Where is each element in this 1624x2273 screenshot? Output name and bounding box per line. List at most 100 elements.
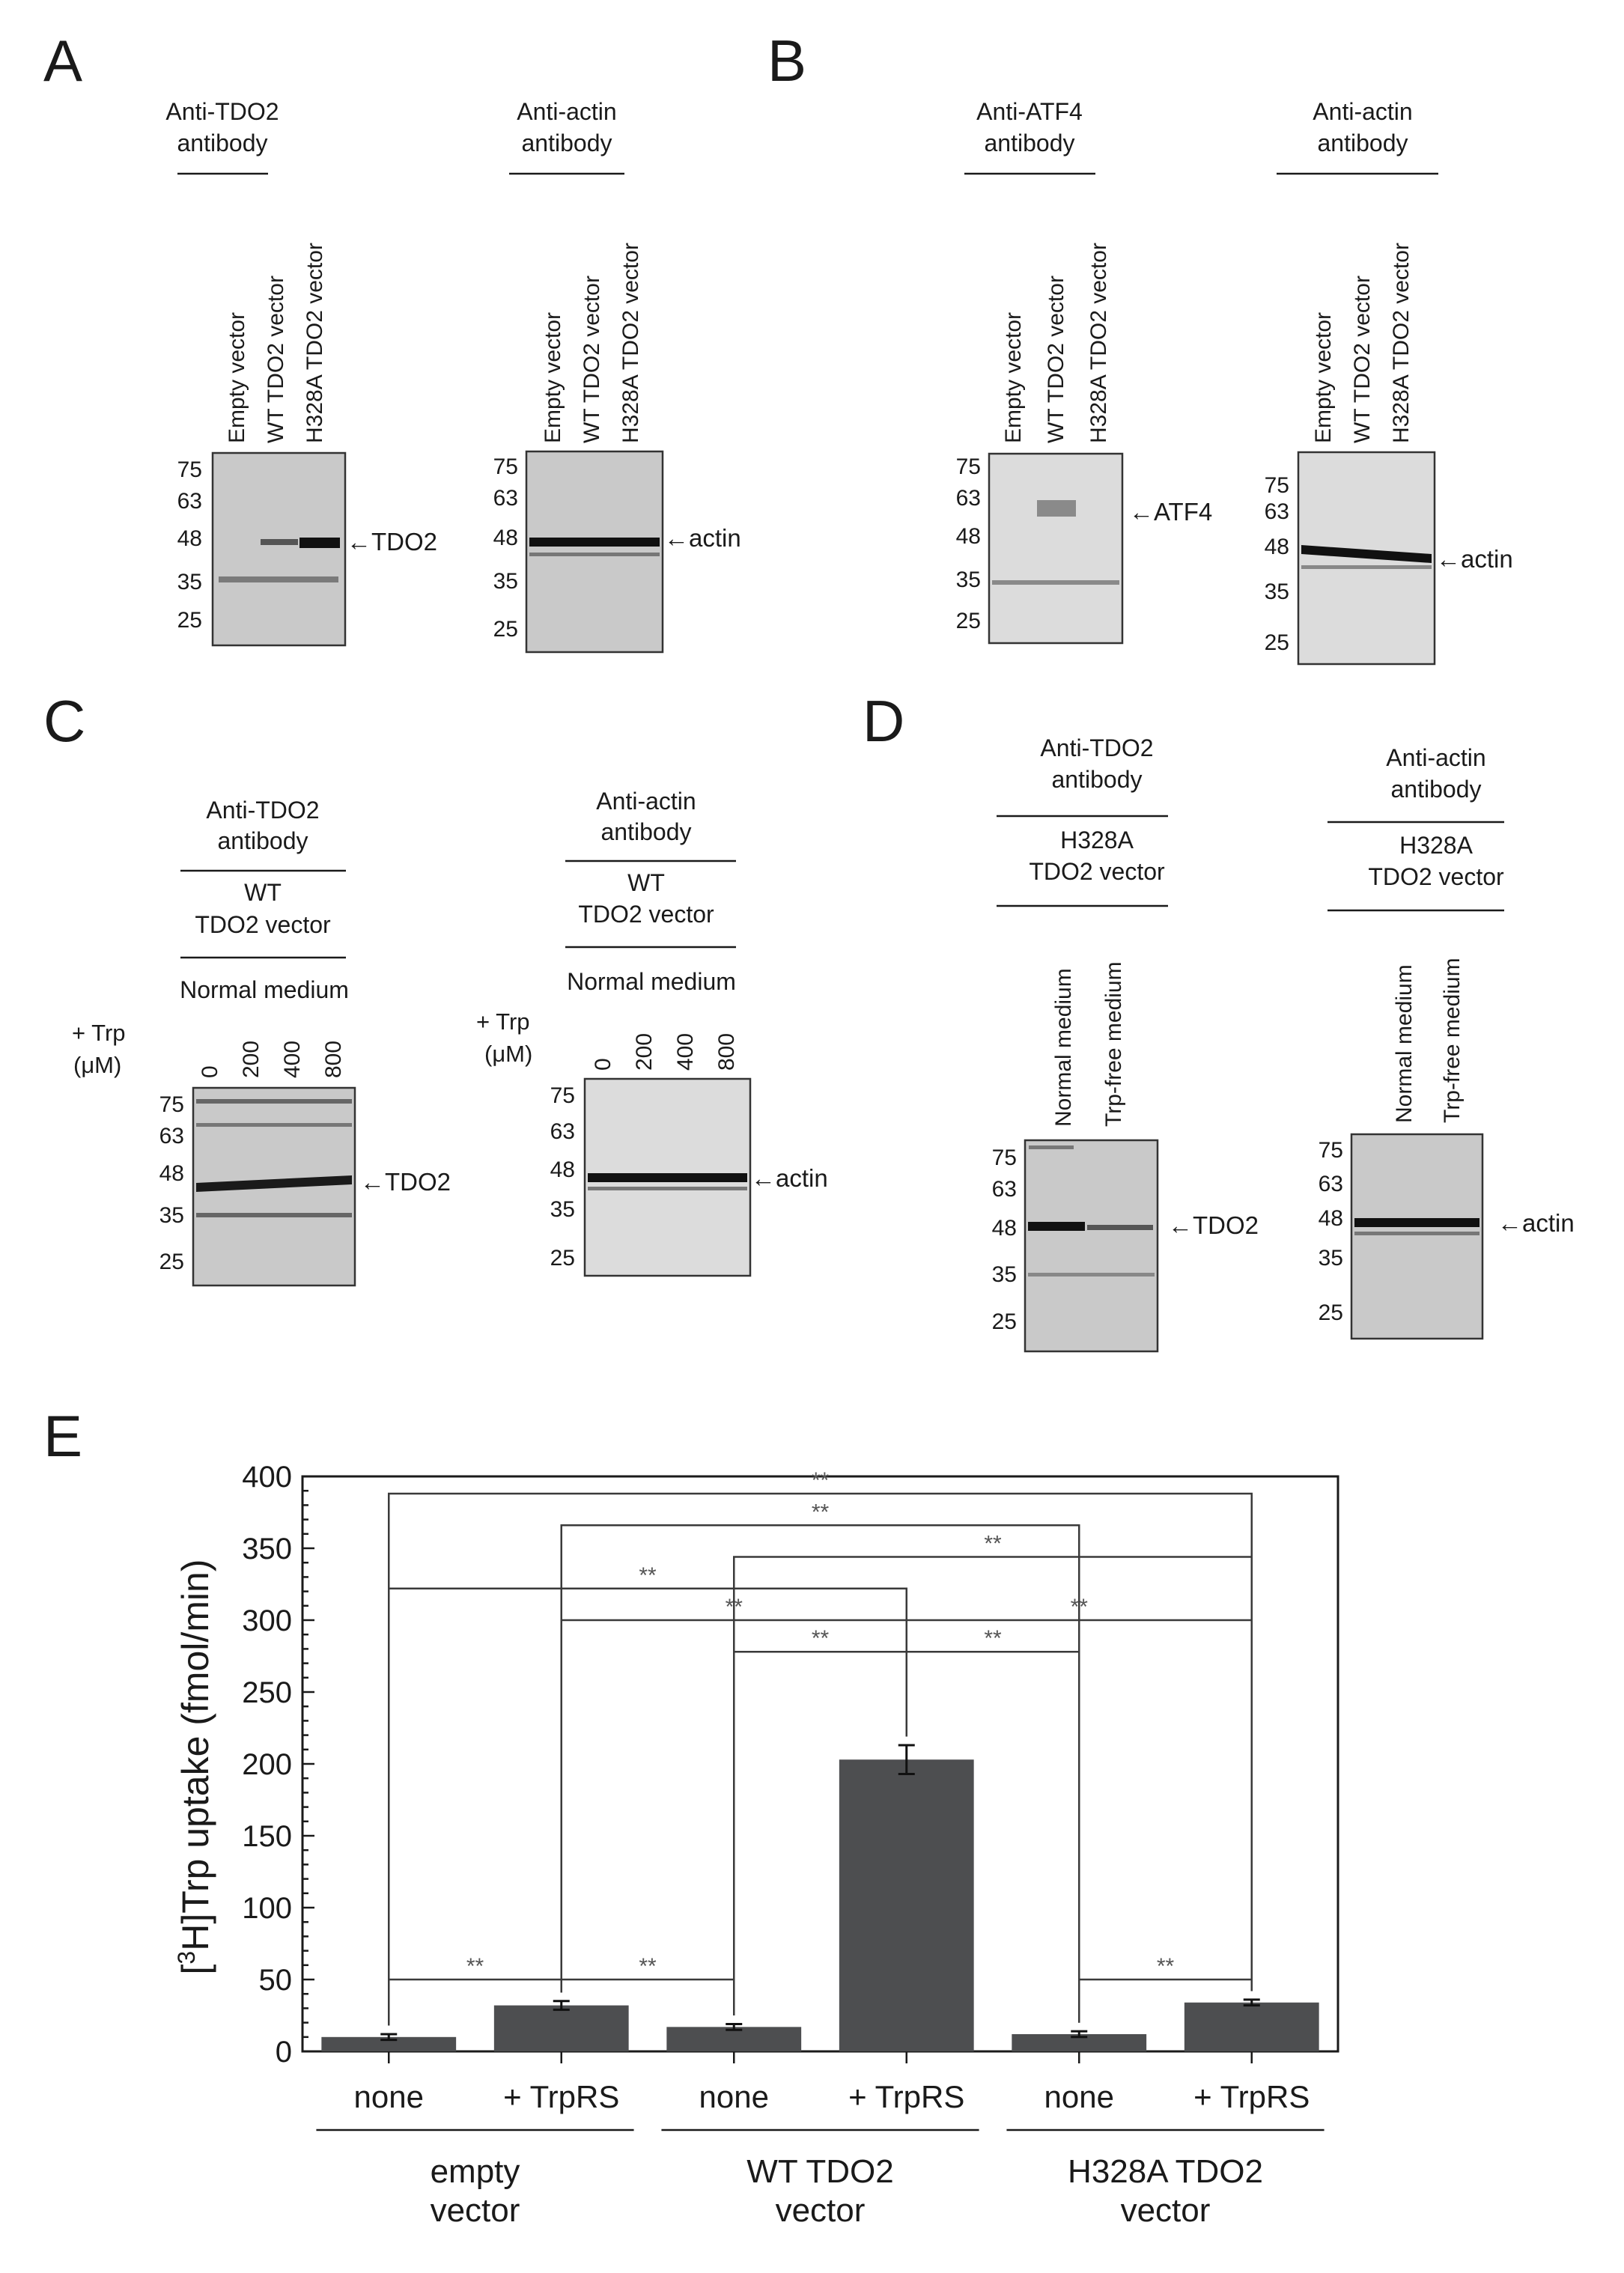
blot-header-line2: antibody <box>177 130 268 156</box>
y-tick-label: 400 <box>242 1461 292 1494</box>
bar <box>1012 2033 1147 2051</box>
vector-line1: H328A <box>1060 827 1134 853</box>
group-label: vector <box>776 2192 866 2229</box>
blot-band <box>588 1187 747 1190</box>
western-blot-image <box>988 452 1124 645</box>
western-blot-image <box>1024 1139 1159 1353</box>
band-arrow-label: ←actin <box>751 1164 828 1192</box>
blot-band <box>196 1213 352 1217</box>
trp-label: + Trp <box>72 1020 126 1046</box>
y-axis-label: [3H]Trp uptake (fmol/min) <box>173 1560 216 1975</box>
blot-band <box>1354 1232 1479 1235</box>
group-label: vector <box>1121 2192 1211 2229</box>
x-category-label: + TrpRS <box>503 2079 619 2114</box>
y-tick-label: 250 <box>242 1676 292 1709</box>
mw-label: 63 <box>956 486 981 511</box>
blot-band <box>1028 1273 1155 1277</box>
bar <box>321 2036 457 2051</box>
mw-label: 25 <box>992 1309 1017 1334</box>
bar <box>666 2027 802 2051</box>
panel-label-b: B <box>767 28 806 94</box>
western-blot-image <box>525 450 664 654</box>
vector-line1: H328A <box>1399 832 1474 859</box>
lane-label: 400 <box>280 1041 305 1078</box>
blot-header-line2: antibody <box>1052 766 1143 793</box>
panel-a: A Anti-TDO2 antibody Empty vector WT TDO… <box>43 28 741 654</box>
significance-marker: ** <box>639 1563 657 1588</box>
blot-band <box>196 1175 352 1192</box>
mw-label: 25 <box>956 609 981 633</box>
vector-line2: TDO2 vector <box>1368 863 1504 890</box>
molecular-weight-markers: 75 63 48 35 25 <box>1319 1138 1343 1325</box>
blot-band <box>196 1123 352 1127</box>
mw-label: 75 <box>177 457 202 482</box>
plot-frame <box>301 1475 1339 2053</box>
lane-label: H328A TDO2 vector <box>1086 243 1111 443</box>
molecular-weight-markers: 75 63 48 35 25 <box>493 454 518 642</box>
mw-label: 75 <box>159 1092 184 1117</box>
blot-header-line2: antibody <box>1318 130 1408 156</box>
molecular-weight-markers: 75 63 48 35 25 <box>992 1145 1017 1334</box>
bar <box>1184 2002 1319 2051</box>
vector-line1: WT <box>244 879 282 906</box>
lane-label: WT TDO2 vector <box>580 276 604 443</box>
mw-label: 48 <box>956 524 981 549</box>
y-tick-label: 200 <box>242 1748 292 1781</box>
mw-label: 63 <box>159 1124 184 1148</box>
band-arrow-label: ←actin <box>664 524 741 552</box>
significance-marker: ** <box>812 1500 830 1524</box>
group-label: vector <box>431 2192 520 2229</box>
molecular-weight-markers: 75 63 48 35 25 <box>177 457 202 633</box>
significance-bracket <box>560 1978 735 2015</box>
mw-label: 63 <box>992 1177 1017 1202</box>
panel-d: D Anti-TDO2 antibody H328A TDO2 vector N… <box>863 688 1575 1353</box>
lane-label: WT TDO2 vector <box>1044 276 1068 443</box>
significance-brackets: ********************** <box>388 1468 1253 2026</box>
lane-label: WT TDO2 vector <box>264 276 288 443</box>
blot-band <box>1087 1225 1153 1230</box>
mw-label: 63 <box>493 486 518 511</box>
mw-label: 75 <box>992 1145 1017 1170</box>
significance-marker: ** <box>812 1468 830 1493</box>
blot-band <box>1301 545 1432 563</box>
mw-label: 48 <box>493 526 518 550</box>
mw-label: 63 <box>177 489 202 514</box>
mw-label: 25 <box>493 617 518 642</box>
uptake-bar-chart: [3H]Trp uptake (fmol/min) 05010015020025… <box>173 1461 1339 2229</box>
lane-label: Normal medium <box>1392 964 1417 1123</box>
mw-label: 35 <box>992 1262 1017 1287</box>
bars <box>321 1744 1319 2063</box>
mw-label: 75 <box>956 454 981 479</box>
lane-label: 0 <box>591 1058 615 1071</box>
blot-band <box>529 538 660 547</box>
blot-header-line1: Anti-TDO2 <box>165 98 279 125</box>
band-arrow-label: ←TDO2 <box>360 1168 451 1196</box>
x-category-label: none <box>699 2079 769 2114</box>
mw-label: 35 <box>1319 1246 1343 1271</box>
western-blot-image <box>211 451 347 647</box>
blot-band <box>1029 1145 1074 1149</box>
mw-label: 35 <box>550 1197 575 1222</box>
band-arrow-label: ←TDO2 <box>1168 1211 1259 1239</box>
band-arrow-label: ←TDO2 <box>347 528 437 556</box>
y-tick-label: 150 <box>242 1820 292 1853</box>
blot-header-line1: Anti-actin <box>596 788 696 815</box>
y-tick-label: 0 <box>276 2036 292 2069</box>
x-category-label: + TrpRS <box>1193 2079 1310 2114</box>
bar <box>839 1759 974 2051</box>
chart-axes <box>301 1475 1339 2053</box>
mw-label: 35 <box>159 1203 184 1228</box>
significance-marker: ** <box>812 1626 830 1651</box>
band-arrow-label: ←actin <box>1436 545 1513 573</box>
x-category-label: none <box>1044 2079 1114 2114</box>
mw-label: 48 <box>550 1157 575 1182</box>
vector-line2: TDO2 vector <box>195 911 331 938</box>
mw-label: 75 <box>550 1083 575 1108</box>
panel-label-c: C <box>43 688 85 754</box>
mw-label: 75 <box>1265 473 1289 498</box>
lane-label: Trp-free medium <box>1440 958 1465 1123</box>
x-category-label: + TrpRS <box>848 2079 964 2114</box>
blot-band <box>992 580 1119 585</box>
lane-label: H328A TDO2 vector <box>1389 243 1414 443</box>
